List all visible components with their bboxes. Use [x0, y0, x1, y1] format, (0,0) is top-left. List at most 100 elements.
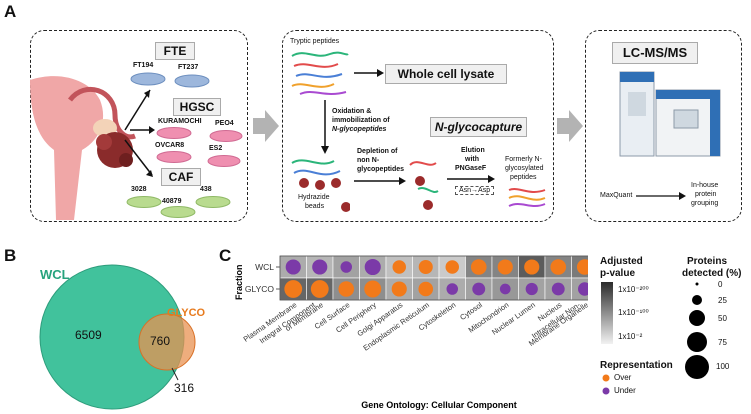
dot-wcl-8	[497, 259, 513, 275]
venn-diagram	[39, 264, 196, 410]
cell-line-arrows	[124, 89, 155, 177]
dot-wcl-9	[524, 259, 540, 275]
dot-glyco-11	[578, 282, 588, 296]
tryptic-peptides-label: Tryptic peptides	[290, 38, 340, 45]
depletion-text-1: Depletion of	[357, 148, 398, 155]
dot-glyco-6	[446, 283, 458, 295]
elution-text-1: Elution	[461, 147, 485, 154]
row-label-glyco: GLYCO	[245, 284, 275, 294]
wcl-box: Whole cell lysate	[385, 64, 507, 84]
rep-legend-title: Representation	[600, 360, 673, 371]
cell-lines-box	[30, 30, 248, 222]
hgsc-dishes	[156, 127, 243, 167]
pvalue-tick-1: 1x10⁻²⁰⁰	[618, 285, 649, 294]
mass-spectrometer-icon	[619, 71, 721, 157]
size-legend-circles	[685, 282, 709, 379]
depletion-text-3: glycopeptides	[357, 166, 405, 173]
hydrazide-beads	[291, 159, 350, 212]
hgsc-line-4: ES2	[209, 145, 223, 152]
arrow-depletion	[354, 177, 406, 185]
oxidation-text-2: immobilization of	[332, 117, 390, 124]
panel-c-letter: C	[219, 246, 232, 265]
venn-glyco-only: 316	[174, 381, 195, 395]
size-legend-title-2: detected (%)	[682, 268, 742, 279]
dot-glyco-3	[364, 280, 382, 298]
lcms-label: LC-MS/MS	[612, 42, 698, 64]
dot-glyco-5	[418, 281, 434, 297]
dot-wcl-11	[576, 259, 588, 275]
dot-glyco-2	[338, 281, 355, 297]
hgsc-label: HGSC	[173, 98, 221, 116]
venn-glyco-circle	[138, 313, 196, 371]
caf-line-2: 438	[200, 186, 212, 193]
caf-dishes	[126, 196, 231, 218]
y-axis-title: Fraction	[234, 264, 244, 300]
released-peptides	[508, 188, 546, 207]
dot-wcl-2	[340, 261, 352, 273]
venn-wcl-label: WCL	[40, 267, 70, 282]
maxquant-label: MaxQuant	[600, 192, 633, 199]
flow-arrow-2	[557, 110, 583, 142]
size-legend-50	[689, 310, 705, 326]
asn-asp-box: Asn→Asp	[455, 186, 495, 195]
formerly-text-2: glycosylated	[505, 165, 544, 172]
dot-glyco-0	[284, 280, 303, 298]
hydrazide-label-2: beads	[305, 203, 325, 210]
size-legend-0	[695, 282, 699, 286]
fte-dishes	[130, 72, 210, 88]
fte-label: FTE	[155, 42, 195, 60]
dot-glyco-4	[391, 281, 407, 297]
ovary-illustration	[30, 76, 136, 220]
dot-wcl-6	[445, 260, 459, 274]
dot-glyco-9	[525, 282, 538, 296]
ms-box	[585, 30, 742, 222]
size-legend-25	[692, 295, 702, 305]
pvalue-tick-2: 1x10⁻¹⁰⁰	[618, 308, 649, 317]
formerly-text-1: Formerly N-	[505, 156, 542, 163]
size-tick-50: 50	[718, 314, 727, 323]
pvalue-tick-3: 1x10⁻²	[618, 332, 643, 341]
pvalue-legend-title-1: Adjusted	[600, 256, 643, 267]
arrow-to-wcl	[354, 69, 384, 77]
row-label-wcl: WCL	[255, 262, 274, 272]
hgsc-line-3: OVCAR8	[155, 142, 185, 149]
dot-wcl-0	[285, 259, 301, 275]
size-legend-75	[687, 332, 707, 352]
depletion-text-2: non N-	[357, 157, 380, 164]
dot-wcl-1	[312, 259, 328, 275]
pvalue-gradient-bar	[601, 282, 613, 344]
maxquant-arrow	[636, 192, 686, 200]
rep-over-label: Over	[614, 373, 632, 382]
hgsc-line-2: PEO4	[215, 120, 234, 127]
flow-arrow-1	[253, 110, 279, 142]
dot-wcl-10	[550, 259, 567, 275]
panel-a-letter: A	[4, 2, 17, 21]
rep-under-swatch	[602, 387, 610, 395]
fte-line-2: FT237	[178, 64, 199, 71]
dot-wcl-4	[392, 260, 406, 274]
size-tick-25: 25	[718, 296, 727, 305]
x-axis-title: Gene Ontology: Cellular Component	[361, 400, 517, 410]
fte-line-1: FT194	[133, 62, 154, 69]
captured-peptides	[409, 161, 439, 210]
rep-under-label: Under	[614, 386, 636, 395]
formerly-text-3: peptides	[510, 174, 537, 181]
hgsc-line-1: KURAMOCHI	[158, 118, 202, 125]
dot-wcl-7	[470, 259, 487, 275]
rep-over-swatch	[602, 374, 610, 382]
dot-glyco-8	[499, 283, 511, 295]
panel-b-letter: B	[4, 246, 17, 265]
venn-glyco-label: GLYCO	[167, 307, 206, 319]
dot-glyco-10	[551, 282, 565, 296]
caf-line-1: 3028	[131, 186, 147, 193]
arrow-down-oxidation	[321, 100, 329, 154]
size-tick-100: 100	[716, 362, 730, 371]
arrow-elution	[447, 175, 495, 183]
dot-wcl-3	[364, 258, 381, 276]
size-legend-title-1: Proteins	[687, 256, 728, 267]
peptide-squiggles-top	[291, 51, 349, 95]
venn-wcl-only: 6509	[75, 328, 102, 342]
dot-glyco-7	[472, 282, 486, 296]
size-tick-0: 0	[718, 280, 723, 289]
oxidation-text-3: N-glycopeptides	[332, 126, 387, 133]
